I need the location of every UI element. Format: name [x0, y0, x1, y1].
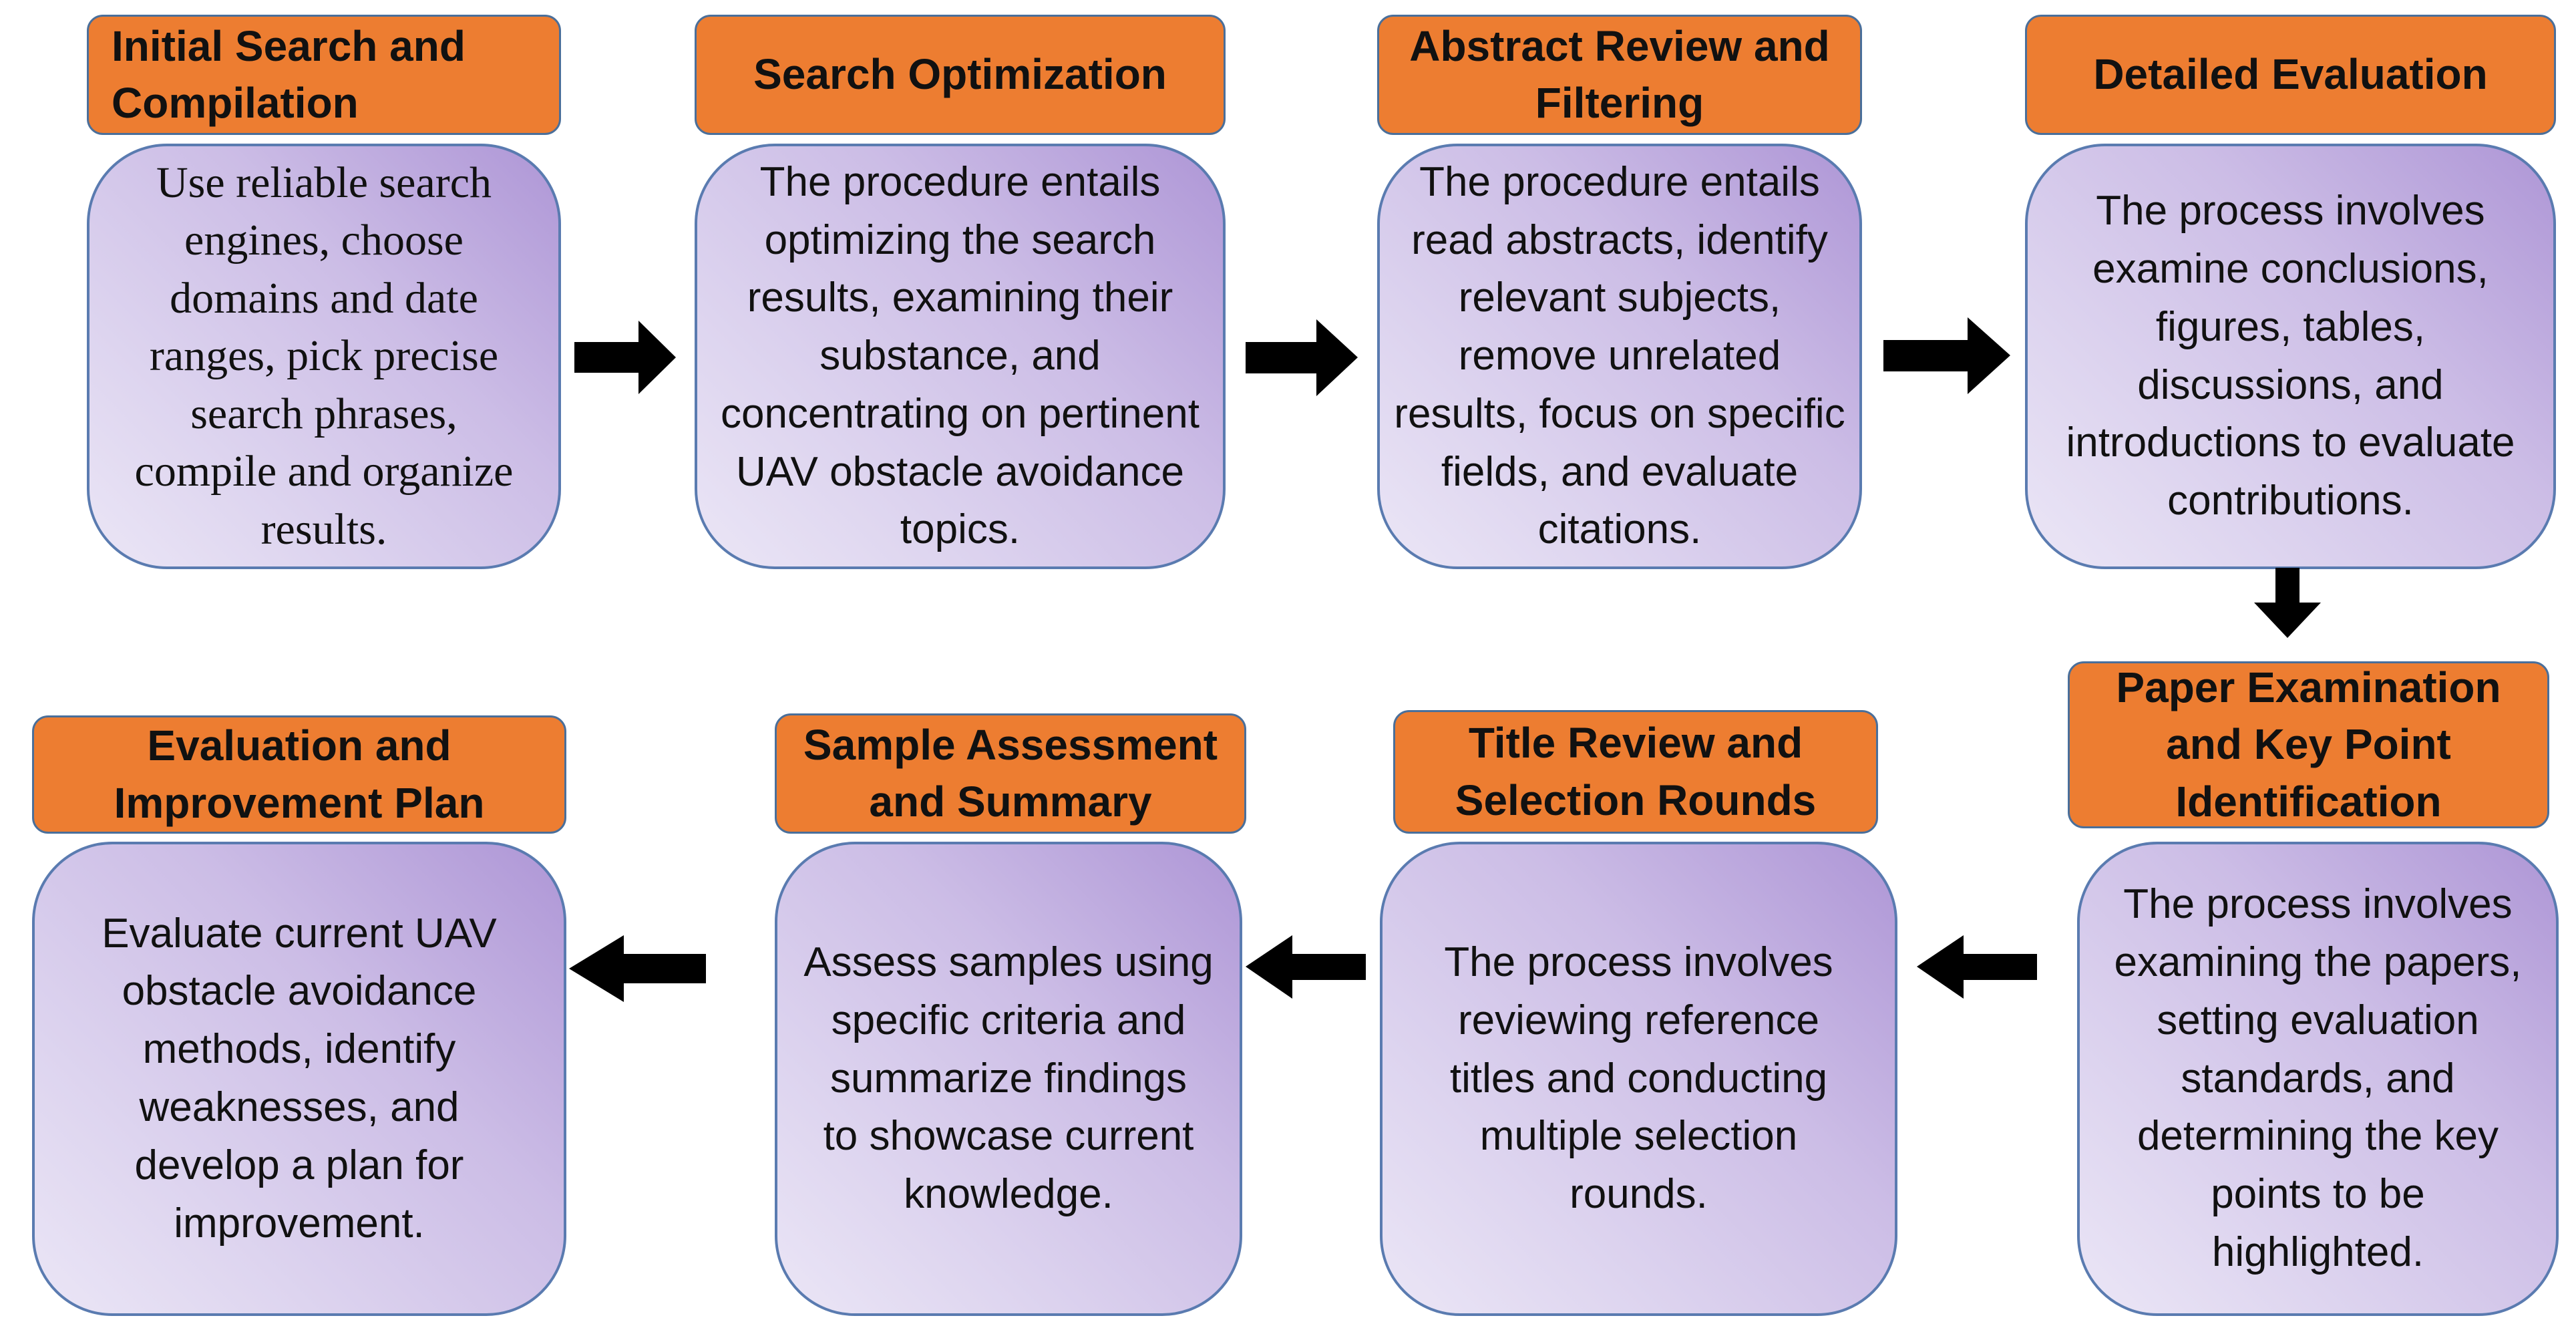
step-3-box: The procedure entails read abstracts, id…	[1377, 144, 1862, 569]
step-5-box: The process involves examining the paper…	[2077, 842, 2559, 1316]
step-7-title: Sample Assessment and Summary	[803, 720, 1218, 826]
step-6-header: Title Review and Selection Rounds	[1393, 710, 1878, 834]
step-2-description: The procedure entails optimizing the sea…	[721, 158, 1200, 553]
step-2-header: Search Optimization	[695, 15, 1226, 135]
step-3-title: Abstract Review and Filtering	[1409, 21, 1830, 127]
step-4-header: Detailed Evaluation	[2025, 15, 2556, 135]
arrow-left-7-to-8	[569, 935, 706, 1002]
step-3-description: The procedure entails read abstracts, id…	[1394, 158, 1845, 553]
step-8-title: Evaluation and Improvement Plan	[114, 721, 485, 827]
arrow-down-4-to-5	[2254, 568, 2321, 638]
step-6-description: The process involves reviewing reference…	[1444, 939, 1833, 1218]
step-1-description: Use reliable search engines, choose doma…	[134, 158, 514, 554]
step-5-description: The process involves examining the paper…	[2114, 881, 2522, 1275]
step-4-description: The process involves examine conclusions…	[2066, 188, 2515, 524]
arrow-left-5-to-6	[1917, 935, 2037, 999]
step-2-box: The procedure entails optimizing the sea…	[695, 144, 1226, 569]
step-6-title: Title Review and Selection Rounds	[1455, 719, 1817, 824]
step-1-header: Initial Search and Compilation	[87, 15, 561, 135]
step-1-title: Initial Search and Compilation	[112, 21, 466, 127]
arrow-right-3-to-4	[1883, 317, 2010, 394]
arrow-right-1-to-2	[574, 321, 676, 394]
step-3-header: Abstract Review and Filtering	[1377, 15, 1862, 135]
step-5-header: Paper Examination and Key Point Identifi…	[2068, 661, 2549, 828]
step-5-title: Paper Examination and Key Point Identifi…	[2116, 663, 2501, 826]
step-7-box: Assess samples using specific criteria a…	[775, 842, 1242, 1316]
step-1-box: Use reliable search engines, choose doma…	[87, 144, 561, 569]
step-8-header: Evaluation and Improvement Plan	[32, 715, 566, 834]
step-7-header: Sample Assessment and Summary	[775, 713, 1246, 834]
step-7-description: Assess samples using specific criteria a…	[803, 939, 1214, 1218]
step-4-title: Detailed Evaluation	[2093, 50, 2488, 99]
arrow-right-2-to-3	[1246, 319, 1358, 396]
step-6-box: The process involves reviewing reference…	[1380, 842, 1897, 1316]
step-4-box: The process involves examine conclusions…	[2025, 144, 2556, 569]
step-2-title: Search Optimization	[753, 50, 1167, 99]
step-8-box: Evaluate current UAV obstacle avoidance …	[32, 842, 566, 1316]
arrow-left-6-to-7	[1246, 935, 1366, 999]
step-8-description: Evaluate current UAV obstacle avoidance …	[102, 910, 497, 1246]
